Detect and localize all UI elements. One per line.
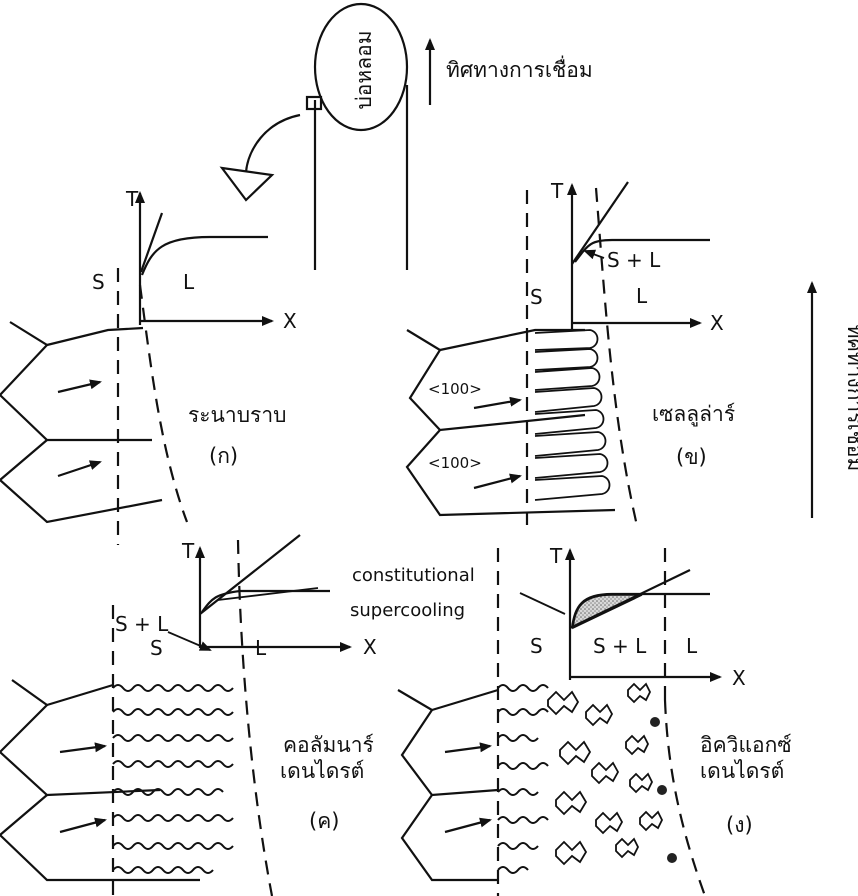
liquid-label: L [183,270,195,294]
zoom-big-arrowhead [222,168,272,200]
grain-lower [47,328,143,345]
liquidus-line [141,213,162,272]
panel-name-line-2: เดนไดรต์ [700,759,784,783]
grain-lower [402,795,498,880]
side-direction-label: ทิศทางการเชื่อม [843,325,858,472]
grain-upper [0,680,160,795]
crystal [630,774,652,792]
grain-arrow-2 [58,462,100,476]
zoom-curve-arrow [246,115,300,172]
annotation-pointer-right [520,593,565,614]
orientation-label-2: <100> [428,454,482,472]
panel-columnar: T X S + L S L คอลัมนาร์ เดนไดรต์ (ค) [0,535,377,896]
nuclei [650,717,677,863]
crystal [596,813,622,833]
equiaxed-crystals [548,684,662,864]
temperature-curve [142,237,268,275]
crystal [556,842,586,864]
panel-equiaxed: T X S S + L L [398,544,792,896]
grain-arrow-1 [60,746,105,752]
grain-arrow-1 [474,400,520,408]
x-axis-label: X [710,311,724,335]
supercooling-annotation: constitutional supercooling [218,565,565,621]
top-direction-label: ทิศทางการเชื่อม [446,55,593,82]
panel-letter: (ค) [309,809,339,833]
grain-arrow-2 [474,476,520,488]
grain-arrow-2 [445,820,490,832]
weld-pool-group: บ่อหลอม ทิศทางการเชื่อม [222,4,593,270]
crystal [616,839,638,857]
nucleus [667,853,677,863]
crystal [556,792,586,814]
crystal [628,684,650,702]
annotation-line-1: constitutional [352,565,475,586]
grain-arrow-2 [60,820,105,832]
crystal [592,763,618,783]
mushy-label: S + L [607,248,661,272]
nucleus [657,785,667,795]
mushy-arrow [168,632,210,650]
liquid-label: L [255,636,267,660]
solid-label: S [530,285,543,309]
solid-label: S [150,636,163,660]
solid-label: S [530,634,543,658]
panel-name-line-1: คอลัมนาร์ [283,733,374,757]
short-dendrites [498,685,548,873]
liquid-label: L [686,634,698,658]
panel-name-line-2: เดนไดรต์ [280,759,364,783]
t-axis-label: T [550,179,564,203]
panel-name: เซลลูล่าร์ [652,402,735,427]
dendrites [113,685,233,873]
crystal [626,736,648,754]
mushy-label: S + L [115,612,169,636]
grain-upper [0,322,152,440]
panel-letter: (ก) [209,444,238,468]
mushy-label: S + L [593,634,647,658]
crystal [548,692,578,714]
cells [535,330,610,500]
grain-top [47,685,113,705]
panel-planar: T X S L ระนาบราบ (ก) [0,187,297,545]
solid-label: S [92,270,105,294]
side-direction-group: ทิศทางการเชื่อม [812,283,858,518]
annotation-pointer-left [218,588,318,600]
grain-arrow-1 [58,382,100,392]
grain-bottom [0,440,162,522]
weld-pool-label: บ่อหลอม [352,30,376,109]
crystal [586,705,612,725]
x-axis-label: X [363,635,377,659]
liquid-label: L [636,284,648,308]
panel-letter: (ง) [726,813,753,837]
liquid-dashed-curve [665,700,705,896]
supercooled-region [573,595,642,628]
crystal [640,812,662,830]
annotation-line-2: supercooling [350,600,465,621]
panel-cellular: T X S + L S L <100> <100> เซลลูล่าร์ (ข) [407,179,735,530]
panel-name: ระนาบราบ [188,403,286,427]
t-axis-label: T [549,544,563,568]
panel-letter: (ข) [676,445,707,469]
liquidus-line [200,535,300,614]
grain-top [432,690,498,710]
grain-arrow-1 [445,746,490,752]
t-axis-label: T [181,539,195,563]
orientation-label-1: <100> [428,380,482,398]
nucleus [650,717,660,727]
panel-name-line-1: อิควิแอกซ์ [700,733,792,757]
x-axis-label: X [732,666,746,690]
crystal [560,742,590,764]
grain-lower [0,795,200,880]
t-axis-label: T [125,187,139,211]
x-axis-label: X [283,309,297,333]
grain-top [440,330,585,350]
